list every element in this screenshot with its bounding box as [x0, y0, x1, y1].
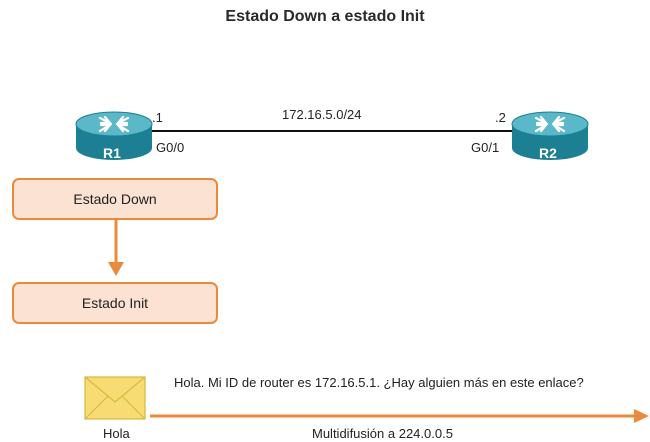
router-r2-name: R2	[539, 145, 557, 161]
r1-interface-label: G0/0	[156, 140, 185, 155]
multicast-label: Multidifusión a 224.0.0.5	[312, 426, 453, 441]
hello-message-text: Hola. Mi ID de router es 172.16.5.1. ¿Ha…	[174, 375, 584, 390]
router-r1-icon	[75, 111, 153, 160]
r1-host-label: .1	[152, 110, 163, 125]
state-init-label: Estado Init	[81, 295, 149, 311]
r2-interface-label: G0/1	[471, 140, 500, 155]
envelope-label: Hola	[103, 426, 130, 441]
diagram-title: Estado Down a estado Init	[225, 8, 425, 25]
down-to-init-arrow	[108, 220, 124, 276]
state-down-box: Estado Down	[12, 178, 218, 220]
multicast-arrow	[150, 409, 649, 423]
r2-host-label: .2	[495, 110, 506, 125]
subnet-label: 172.16.5.0/24	[282, 107, 362, 122]
state-down-label: Estado Down	[73, 191, 157, 207]
state-init-box: Estado Init	[12, 282, 218, 324]
router-r1-name: R1	[103, 145, 121, 161]
envelope-icon	[84, 376, 146, 420]
router-r2-icon	[511, 111, 589, 160]
